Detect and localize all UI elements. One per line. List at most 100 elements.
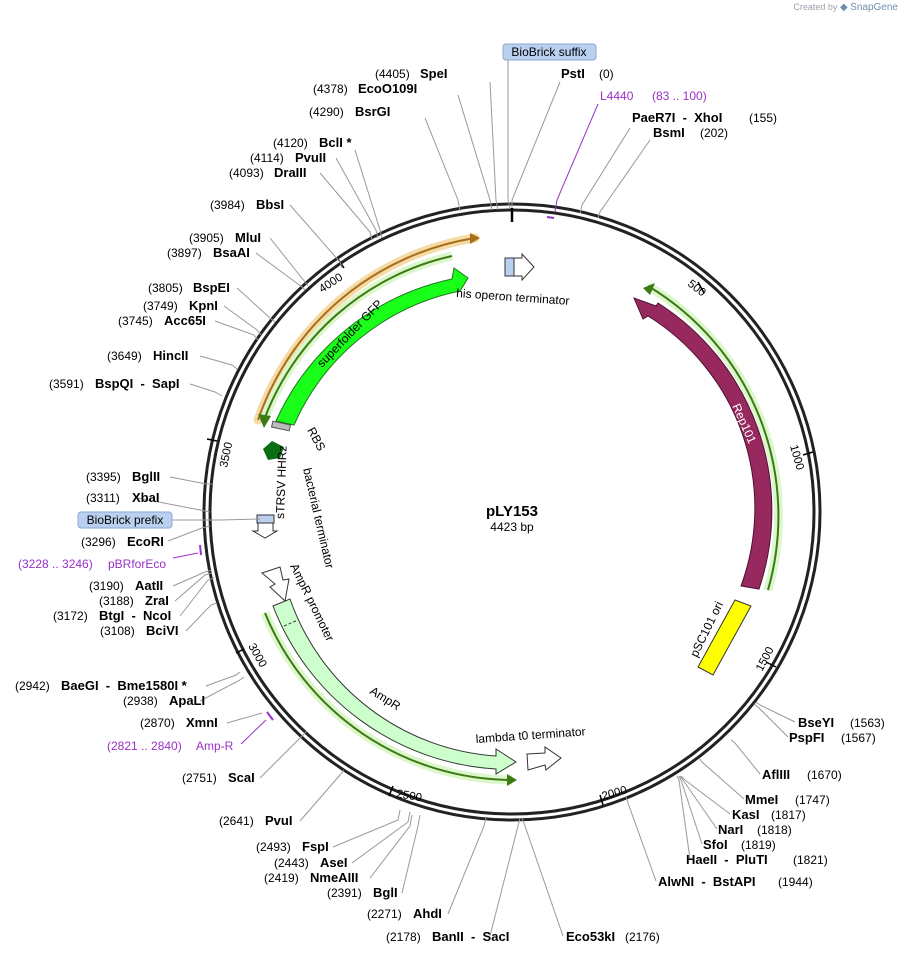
biobrick-prefix-label: BioBrick prefix: [87, 513, 164, 527]
site-pos: (2942): [15, 679, 50, 693]
site-name: BclI *: [319, 135, 352, 150]
site-name: BbsI: [256, 197, 284, 212]
snapgene-credit: Created by ◆ SnapGene: [793, 2, 898, 13]
green-arc-right-arrowhead-icon: [643, 283, 655, 295]
site-pos: (3749): [143, 299, 178, 313]
leader-pvuii: [335, 157, 379, 239]
lambda-t0-terminator-feature: [526, 746, 562, 771]
biobrick-suffix-box: [502, 43, 597, 61]
leader-kpni: [223, 305, 262, 336]
psc101-ori-feature: [697, 599, 752, 676]
snapgene-logo-icon: ◆: [839, 2, 848, 13]
site-name: HaeII - PluTI: [686, 852, 768, 867]
primer-l4440-bar: [546, 216, 555, 219]
leader-hincii: [199, 355, 238, 370]
site-name: AseI: [320, 855, 347, 870]
site-pos: (2493): [256, 840, 291, 854]
leader-afliii: [730, 739, 761, 775]
green-arc-top-arrowhead-icon: [258, 414, 271, 428]
site-name: XmnI: [186, 715, 218, 730]
biobrick-prefix-box: [77, 511, 173, 529]
leader-bspei: [236, 287, 276, 323]
leader-kasi: [680, 775, 731, 815]
site-pos: (3649): [107, 349, 142, 363]
rep101-feature: [633, 297, 773, 590]
site-name: BglI: [373, 885, 398, 900]
site-name: PvuII: [295, 150, 326, 165]
leader-pvui: [299, 769, 345, 822]
site-name: SpeI: [420, 66, 447, 81]
site-name: BspQI - SapI: [95, 376, 180, 391]
site-pos: (2938): [123, 694, 158, 708]
tick-500: [697, 281, 705, 294]
site-name: EcoO109I: [358, 81, 417, 96]
primer-marks: [172, 103, 599, 745]
bacterial-terminator-arrow: [251, 522, 279, 539]
site-pos: (2176): [625, 930, 660, 944]
leader-bsmi: [597, 139, 651, 219]
tick-1000: [802, 451, 814, 456]
site-name: BglII: [132, 469, 160, 484]
site-pos: (155): [749, 111, 777, 125]
leader-apali: [199, 676, 245, 702]
site-name: BsmI: [653, 125, 685, 140]
site-pos: (3905): [189, 231, 224, 245]
site-pos: (2178): [386, 930, 421, 944]
ampr-promoter-feature: [260, 566, 290, 602]
leader-pluti: [676, 775, 691, 860]
site-name: MluI: [235, 230, 261, 245]
site-pos: (2870): [140, 716, 175, 730]
tick-label-1500: 1500: [754, 645, 777, 673]
green-feature-arc-right: [647, 285, 780, 591]
primer-pbrforeco-range: (3228 .. 3246): [18, 557, 93, 571]
site-name: AhdI: [413, 906, 442, 921]
leader-bcli: [354, 149, 383, 239]
site-pos: (1819): [741, 838, 776, 852]
tick-1500: [765, 661, 777, 668]
leader-ahdi: [447, 817, 487, 915]
leader-sfoi: [678, 775, 703, 845]
site-pos: (1821): [793, 853, 828, 867]
site-labels-right: PstI (0) PaeR7I - XhoI (155) BsmI (202) …: [561, 66, 885, 944]
leader-aatii: [172, 569, 213, 587]
site-pos: (1670): [807, 768, 842, 782]
site-name: Acc65I: [164, 313, 206, 328]
bacterial-terminator-label: bacterial terminator: [300, 467, 337, 570]
site-name: AatII: [135, 578, 163, 593]
primer-ampr-name: Amp-R: [196, 739, 234, 753]
site-pos: (3311): [86, 491, 120, 505]
site-pos: (4114): [250, 151, 284, 165]
leader-sapi: [189, 383, 223, 397]
primer-l4440-leader: [554, 103, 599, 213]
site-pos: (3190): [89, 579, 124, 593]
site-pos: (3188): [99, 594, 134, 608]
site-pos: (1563): [850, 716, 885, 730]
primer-ampr-leader: [240, 719, 267, 745]
tick-label-3000: 3000: [245, 642, 268, 670]
site-name: Eco53kI: [566, 929, 615, 944]
plasmid-name: pLY153: [486, 503, 538, 520]
superfolder-gfp-feature: [275, 267, 469, 426]
his-operon-terminator-arrow: [513, 252, 535, 282]
leader-saci: [489, 817, 521, 937]
credit-prefix: Created by: [793, 2, 838, 12]
leader-fspi: [332, 809, 401, 848]
site-pos: (3805): [148, 281, 183, 295]
credit-brand: SnapGene: [850, 2, 898, 13]
site-pos: (1747): [795, 793, 830, 807]
site-pos: (1944): [778, 875, 813, 889]
site-pos: (3591): [49, 377, 84, 391]
primer-l4440-name: L4440: [600, 89, 634, 103]
site-pos: (3172): [53, 609, 88, 623]
tick-label-4000: 4000: [317, 272, 345, 296]
site-pos: (2751): [182, 771, 217, 785]
site-pos: (202): [700, 126, 728, 140]
tick-label-500: 500: [685, 278, 708, 299]
leader-psti: [511, 81, 561, 208]
leader-pspfi: [753, 703, 789, 738]
site-leader-lines: [137, 60, 796, 937]
green-arc-bottom-arrowhead-icon: [507, 774, 517, 786]
site-name: FspI: [302, 839, 329, 854]
tick-2500: [388, 785, 394, 797]
leader-zrai: [174, 572, 213, 602]
